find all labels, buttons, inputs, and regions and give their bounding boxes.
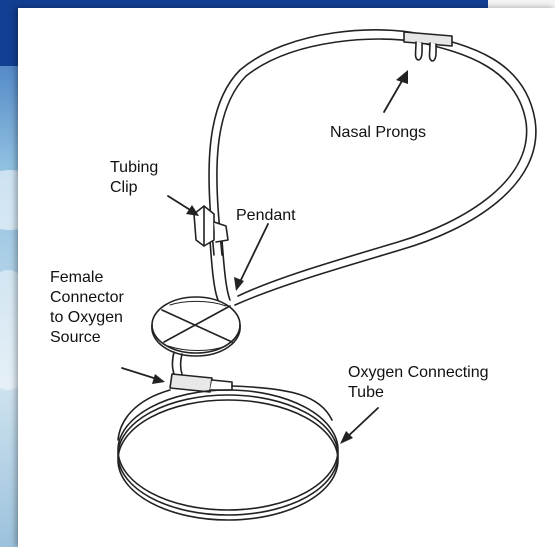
label-tubing-clip-line2: Clip (110, 179, 138, 196)
label-tubing-clip-line1: Tubing (110, 159, 158, 176)
label-pendant: Pendant (236, 207, 296, 224)
tubing-clip (194, 206, 228, 246)
label-female-line4: Source (50, 329, 101, 346)
cannula-tubing (209, 30, 536, 305)
label-oxygen-tube-line2: Tube (348, 384, 384, 401)
label-female-line1: Female (50, 269, 103, 286)
oxygen-connecting-tube (118, 386, 338, 520)
label-oxygen-tube-line1: Oxygen Connecting (348, 364, 489, 381)
label-female-line2: Connector (50, 289, 124, 306)
label-female-line3: to Oxygen (50, 309, 123, 326)
nasal-prongs (404, 32, 452, 61)
pendant (152, 297, 240, 356)
label-nasal-prongs: Nasal Prongs (330, 124, 426, 141)
